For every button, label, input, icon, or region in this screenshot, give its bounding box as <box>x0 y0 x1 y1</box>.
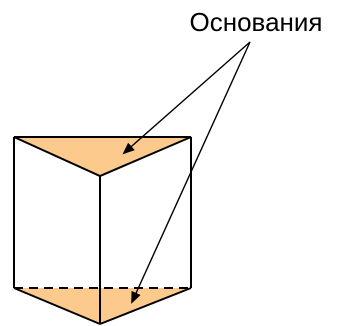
bottom-left-edge <box>13 287 101 325</box>
arrow-to-bottom-base <box>131 41 251 304</box>
arrow-to-top-base <box>122 41 251 155</box>
top-base-face <box>13 136 192 178</box>
bottom-right-edge <box>99 287 192 325</box>
bases-label: Основания <box>190 7 323 37</box>
bottom-base-face <box>14 288 191 324</box>
